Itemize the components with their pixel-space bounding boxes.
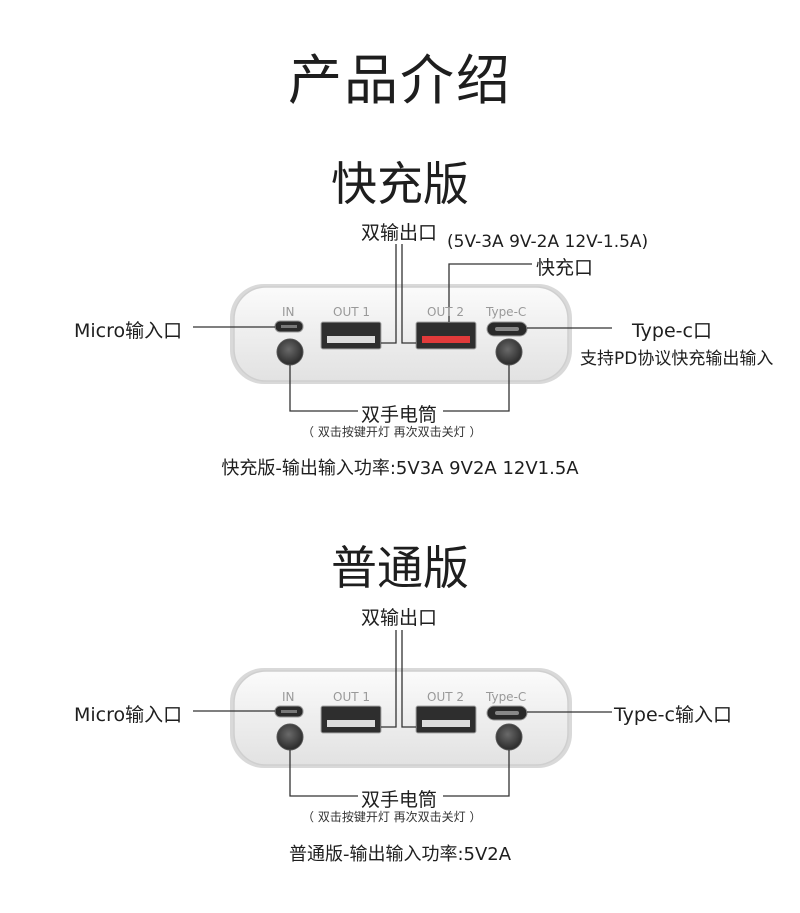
page-title: 产品介绍 — [288, 49, 512, 112]
fast-usb-out2-red-tongue — [422, 336, 470, 343]
fast-typec-pin — [495, 327, 519, 331]
fast-usb-out2-port — [415, 321, 477, 350]
fast-dual-output-label: 双输出口 — [361, 222, 438, 244]
fast-typec-label: Type-c口 — [632, 320, 712, 342]
normal-port-label-in: IN — [282, 690, 295, 704]
fast-power-summary: 快充版-输出输入功率:5V3A 9V2A 12V1.5A — [221, 458, 579, 479]
normal-micro-usb-pin — [281, 710, 297, 713]
normal-version-heading: 普通版 — [331, 541, 469, 595]
fast-port-callout: 快充口 — [536, 257, 594, 279]
normal-port-label-typec: Type-C — [486, 690, 527, 704]
fast-spec-label: (5V-3A 9V-2A 12V-1.5A) — [447, 232, 649, 252]
normal-line-out1 — [381, 630, 397, 728]
normal-flashlight-note: （ 双击按键开灯 再次双击关灯 ） — [302, 810, 482, 824]
fast-flashlight-left — [276, 338, 304, 366]
normal-usb-out2-tongue — [422, 720, 470, 727]
normal-port-label-out1: OUT 1 — [333, 690, 371, 704]
fast-line-fast-port — [448, 263, 532, 322]
normal-power-bank — [230, 668, 572, 768]
normal-port-label-out2: OUT 2 — [427, 690, 465, 704]
fast-usb-out1-tongue — [327, 336, 375, 343]
normal-line-led-left — [289, 750, 358, 797]
fast-port-label-typec: Type-C — [486, 305, 527, 319]
fast-version-heading: 快充版 — [331, 157, 469, 211]
normal-dual-output-label: 双输出口 — [361, 607, 438, 629]
normal-micro-input-label: Micro输入口 — [74, 704, 183, 726]
fast-line-led-left — [289, 365, 358, 412]
fast-typec-note: 支持PD协议快充输出输入 — [580, 349, 774, 369]
normal-line-led-right — [443, 750, 510, 797]
normal-device-body — [233, 670, 569, 766]
fast-port-label-in: IN — [282, 305, 295, 319]
fast-power-bank — [230, 284, 572, 384]
normal-typec-pin — [495, 711, 519, 715]
fast-micro-input-label: Micro输入口 — [74, 320, 183, 342]
fast-line-out1 — [381, 244, 397, 344]
normal-flashlight-left — [276, 723, 304, 751]
normal-leader-lines — [193, 630, 612, 797]
fast-line-led-right — [443, 365, 510, 412]
fast-flashlight-right — [495, 338, 523, 366]
normal-usb-out1-port — [320, 705, 382, 734]
fast-usb-out1-port — [320, 321, 382, 350]
normal-usb-out1-tongue — [327, 720, 375, 727]
normal-usb-out2-port — [415, 705, 477, 734]
fast-flashlight-note: （ 双击按键开灯 再次双击关灯 ） — [302, 425, 482, 439]
normal-flashlight-right — [495, 723, 523, 751]
normal-flashlight-label: 双手电筒 — [361, 789, 438, 811]
fast-micro-usb-pin — [281, 325, 297, 328]
normal-line-out2 — [401, 630, 416, 728]
fast-line-out2 — [401, 244, 416, 344]
fast-device-body — [233, 286, 569, 382]
normal-power-summary: 普通版-输出输入功率:5V2A — [288, 844, 512, 865]
fast-port-label-out1: OUT 1 — [333, 305, 371, 319]
fast-leader-lines — [193, 244, 612, 412]
fast-port-label-out2: OUT 2 — [427, 305, 465, 319]
normal-typec-input-label: Type-c输入口 — [614, 704, 732, 726]
fast-flashlight-label: 双手电筒 — [361, 404, 438, 426]
